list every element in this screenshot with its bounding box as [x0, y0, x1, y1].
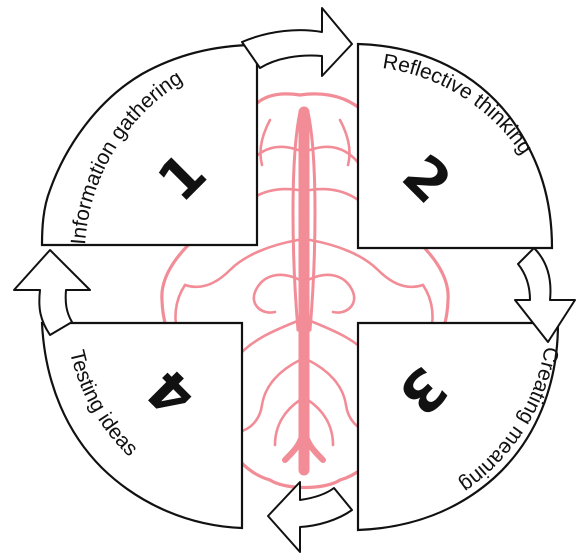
arrow-3-to-4 [268, 482, 352, 552]
quadrant-3 [358, 323, 558, 530]
arrow-1-to-2 [242, 8, 352, 76]
